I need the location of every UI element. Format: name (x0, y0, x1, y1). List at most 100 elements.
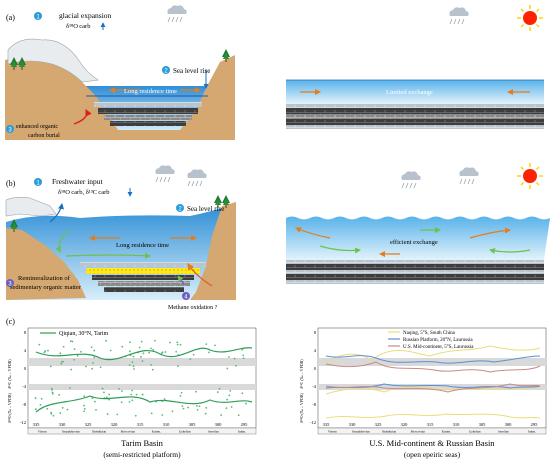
panel-a-right-sea: Limited exchange (286, 4, 544, 129)
water-label: Long residence time (116, 242, 169, 249)
step-1-badge (34, 178, 42, 186)
data-point (133, 368, 135, 370)
data-point (140, 355, 142, 358)
y-tick-label: -12 (20, 420, 26, 425)
data-point (34, 408, 37, 411)
y-tick-label: 4 (24, 348, 27, 353)
data-point (73, 348, 76, 351)
data-point (176, 341, 179, 344)
legend-label: U.S. Mid-continent, 5°S, Laurussia (403, 345, 474, 350)
step-1-title: glacial expansion (59, 11, 112, 20)
stage-bar (317, 427, 547, 435)
data-point (44, 350, 47, 352)
data-point (148, 351, 151, 354)
y-tick-label: 4 (314, 348, 317, 353)
data-point (116, 413, 119, 416)
land (6, 228, 86, 300)
glacier (5, 197, 57, 217)
data-point (60, 362, 63, 365)
step-3-line2: carbon burial (28, 133, 60, 139)
tarim-d13c-curve (35, 347, 253, 361)
data-point (237, 414, 240, 417)
step-2-label: Sea level rise (173, 67, 210, 75)
step-3-badge (6, 279, 14, 287)
naqing-d13c-curve (325, 345, 541, 363)
data-point (242, 354, 245, 357)
data-point (150, 364, 152, 366)
data-point (192, 353, 195, 356)
plot-frame (317, 327, 547, 429)
data-point (70, 368, 73, 371)
tarim-scatter (34, 339, 247, 417)
x-tick-label: 320 (111, 422, 119, 427)
data-point (164, 351, 167, 353)
data-point (245, 402, 247, 405)
data-point (135, 393, 138, 396)
data-point (50, 411, 53, 414)
data-point (60, 360, 63, 363)
data-point (130, 393, 133, 396)
rain-cloud-icon (155, 164, 176, 183)
panel-a: (a) Long residence time 1 glacial expans… (5, 4, 544, 140)
data-point (180, 391, 183, 394)
y-axis-label-bottom: δ¹⁸O (‰ – VPDB) (7, 393, 12, 423)
data-point (225, 407, 228, 410)
step-2-label: Sea level rise (187, 205, 224, 213)
x-tick-label: 310 (163, 422, 171, 427)
step-1-title: Freshwater input (52, 177, 104, 186)
data-point (187, 406, 190, 409)
data-point (83, 395, 86, 398)
water-label: Limited exchange (386, 89, 433, 96)
x-tick-label: 335 (323, 422, 331, 427)
data-point (181, 405, 184, 408)
data-point (179, 343, 182, 346)
data-point (131, 389, 134, 392)
x-tick-label: 335 (33, 422, 41, 427)
data-point (85, 365, 87, 368)
us-russia-chart: 840-4-8-12 δ¹³C (‰ – VPDB) δ¹⁸O (‰ – VPD… (299, 327, 547, 459)
y-tick-label: 8 (24, 330, 27, 335)
x-tick-label: 305 (189, 422, 197, 427)
data-point (38, 343, 41, 346)
stage-label: Bashkirian (382, 430, 396, 434)
step-1-badge (34, 12, 42, 20)
step-3-line1: Remineralization of (18, 275, 71, 282)
data-point (205, 406, 208, 409)
data-point (176, 343, 179, 346)
data-point (69, 340, 72, 343)
tarim-chart: 840-4-8-12 δ¹³C (‰ – VPDB) δ¹⁸O (‰ – VPD… (7, 327, 257, 459)
chart-title: U.S. Mid-continent & Russian Basin (369, 438, 495, 448)
data-point (108, 393, 111, 396)
y-tick-label: 0 (24, 366, 27, 371)
stage-label: Gzhelian (469, 430, 481, 434)
data-point (216, 391, 219, 393)
data-point (132, 365, 135, 368)
data-point (182, 407, 185, 410)
step-2-badge (176, 204, 184, 212)
data-point (233, 357, 236, 360)
data-point (93, 356, 96, 359)
panel-c-label: (c) (6, 317, 15, 326)
sun-icon (516, 162, 544, 190)
data-point (76, 354, 79, 357)
x-tick-label: 295 (241, 422, 249, 427)
stage-label: Kasim. (152, 430, 161, 434)
panel-b-label: (b) (6, 179, 16, 188)
x-tick-label: 325 (85, 422, 93, 427)
stage-label: Serpukhovian (352, 430, 370, 434)
data-point (93, 349, 96, 352)
stage-label: Asselian (208, 430, 219, 434)
data-point (128, 350, 131, 353)
stage-bar (27, 427, 257, 435)
rain-cloud-icon (187, 168, 208, 187)
data-point (47, 349, 49, 352)
data-point (241, 348, 244, 351)
x-tick-label: 300 (505, 422, 513, 427)
step-3-line1: enhanced organic (16, 124, 58, 130)
data-point (49, 365, 52, 368)
data-point (46, 407, 49, 410)
sediment-layer (98, 108, 198, 114)
y-tick-label: -8 (312, 402, 316, 407)
data-point (92, 362, 94, 364)
